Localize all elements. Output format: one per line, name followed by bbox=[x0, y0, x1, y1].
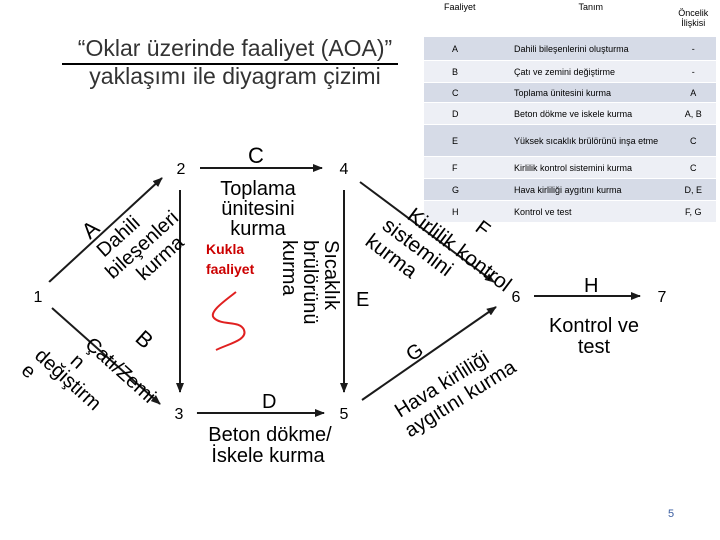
arrow-f bbox=[359, 181, 495, 283]
label-h-line: Kontrol ve bbox=[549, 315, 639, 337]
activity-pred: C bbox=[670, 124, 716, 157]
table-row: A Dahili bileşenlerini oluşturma - bbox=[424, 36, 716, 61]
activity-code: E bbox=[424, 124, 512, 157]
node-1-label: 1 bbox=[34, 289, 43, 306]
table-row: D Beton dökme ve iskele kurma A, B bbox=[424, 102, 716, 125]
activity-code: C bbox=[424, 82, 512, 103]
label-e-line: Sıcaklık bbox=[320, 240, 342, 311]
node-7-label: 7 bbox=[658, 289, 667, 306]
activity-desc: Kontrol ve test bbox=[511, 200, 671, 223]
table-row: F Kirlilik kontrol sistemini kurma C bbox=[424, 156, 716, 179]
letter-e: E bbox=[356, 289, 369, 311]
activity-pred: A bbox=[670, 82, 716, 103]
letter-d: D bbox=[262, 391, 276, 413]
label-d: Beton dökme/ İskele kurma bbox=[208, 424, 332, 467]
label-b-line: e bbox=[17, 359, 40, 383]
activity-desc: Beton dökme ve iskele kurma bbox=[511, 102, 671, 125]
node-6-label: 6 bbox=[512, 289, 521, 306]
arrow-a bbox=[47, 177, 163, 284]
node-7: 7 bbox=[644, 278, 680, 314]
node-3-label: 3 bbox=[175, 406, 184, 423]
activity-code: B bbox=[424, 60, 512, 83]
activity-desc: Kirlilik kontrol sistemini kurma bbox=[511, 156, 671, 179]
activity-code: D bbox=[424, 102, 512, 125]
letter-h: H bbox=[584, 275, 598, 297]
header-definition: Tanım bbox=[511, 0, 671, 37]
table-header-row: Faaliyet Tanım Öncelik İlişkisi bbox=[424, 0, 716, 37]
table-row: H Kontrol ve test F, G bbox=[424, 200, 716, 223]
label-e: Sıcaklık brülörünü kurma bbox=[278, 240, 342, 325]
letter-c: C bbox=[248, 143, 264, 168]
table-row: E Yüksek sıcaklık brülörünü inşa etme C bbox=[424, 124, 716, 157]
activity-pred: - bbox=[670, 60, 716, 83]
activity-desc: Çatı ve zemini değiştirme bbox=[511, 60, 671, 83]
node-1: 1 bbox=[20, 278, 56, 314]
node-2: 2 bbox=[163, 150, 199, 186]
node-5: 5 bbox=[326, 395, 362, 431]
header-precedence: Öncelik İlişkisi bbox=[670, 0, 716, 37]
dummy-line: faaliyet bbox=[206, 261, 255, 277]
node-5-label: 5 bbox=[340, 406, 349, 423]
letter-f: F bbox=[471, 216, 494, 241]
dummy-line: Kukla bbox=[206, 241, 244, 257]
label-e-line: kurma bbox=[278, 240, 300, 296]
activity-desc: Hava kirliliği aygıtını kurma bbox=[511, 178, 671, 201]
title-underline bbox=[62, 63, 398, 65]
activity-pred: C bbox=[670, 156, 716, 179]
node-6: 6 bbox=[498, 278, 534, 314]
node-4-label: 4 bbox=[340, 161, 349, 178]
table-row: B Çatı ve zemini değiştirme - bbox=[424, 60, 716, 83]
label-d-line: İskele kurma bbox=[211, 444, 325, 467]
arrow-g bbox=[361, 306, 497, 401]
arrow-b bbox=[51, 307, 161, 405]
label-e-line: brülörünü bbox=[299, 240, 321, 325]
activity-code: H bbox=[424, 200, 512, 223]
page-number: 5 bbox=[668, 508, 675, 520]
slide-title: “Oklar üzerinde faaliyet (AOA)” yaklaşım… bbox=[77, 35, 393, 89]
label-c-line: kurma bbox=[230, 218, 286, 240]
activity-pred: F, G bbox=[670, 200, 716, 223]
label-h-line: test bbox=[578, 336, 611, 358]
activity-pred: A, B bbox=[670, 102, 716, 125]
label-dummy: Kukla faaliyet bbox=[206, 241, 255, 277]
node-4: 4 bbox=[326, 150, 362, 186]
letter-g: G bbox=[402, 339, 427, 366]
activity-pred: D, E bbox=[670, 178, 716, 201]
node-3: 3 bbox=[161, 395, 197, 431]
label-c-line: Toplama bbox=[220, 178, 296, 200]
label-d-line: Beton dökme/ bbox=[208, 424, 332, 446]
activity-desc: Yüksek sıcaklık brülörünü inşa etme bbox=[511, 124, 671, 157]
node-2-label: 2 bbox=[177, 161, 186, 178]
table-row: C Toplama ünitesini kurma A bbox=[424, 82, 716, 103]
activity-code: F bbox=[424, 156, 512, 179]
label-h: Kontrol ve test bbox=[549, 315, 639, 358]
label-c-line: ünitesini bbox=[221, 198, 294, 220]
activity-code: A bbox=[424, 36, 512, 61]
header-activity: Faaliyet bbox=[424, 0, 512, 37]
letter-b: B bbox=[131, 325, 159, 353]
activity-desc: Dahili bileşenlerini oluşturma bbox=[511, 36, 671, 61]
label-a: Dahili bileşenleri kurma bbox=[93, 207, 190, 285]
activity-desc: Toplama ünitesini kurma bbox=[511, 82, 671, 103]
activity-pred: - bbox=[670, 36, 716, 61]
label-c: Toplama ünitesini kurma bbox=[220, 178, 296, 240]
table-row: G Hava kirliliği aygıtını kurma D, E bbox=[424, 178, 716, 201]
activity-code: G bbox=[424, 178, 512, 201]
label-f: Kirlilik kontrol sistemini kurma bbox=[361, 204, 516, 297]
activity-table: Faaliyet Tanım Öncelik İlişkisi A Dahili… bbox=[424, 0, 716, 223]
dummy-squiggle bbox=[211, 291, 246, 351]
